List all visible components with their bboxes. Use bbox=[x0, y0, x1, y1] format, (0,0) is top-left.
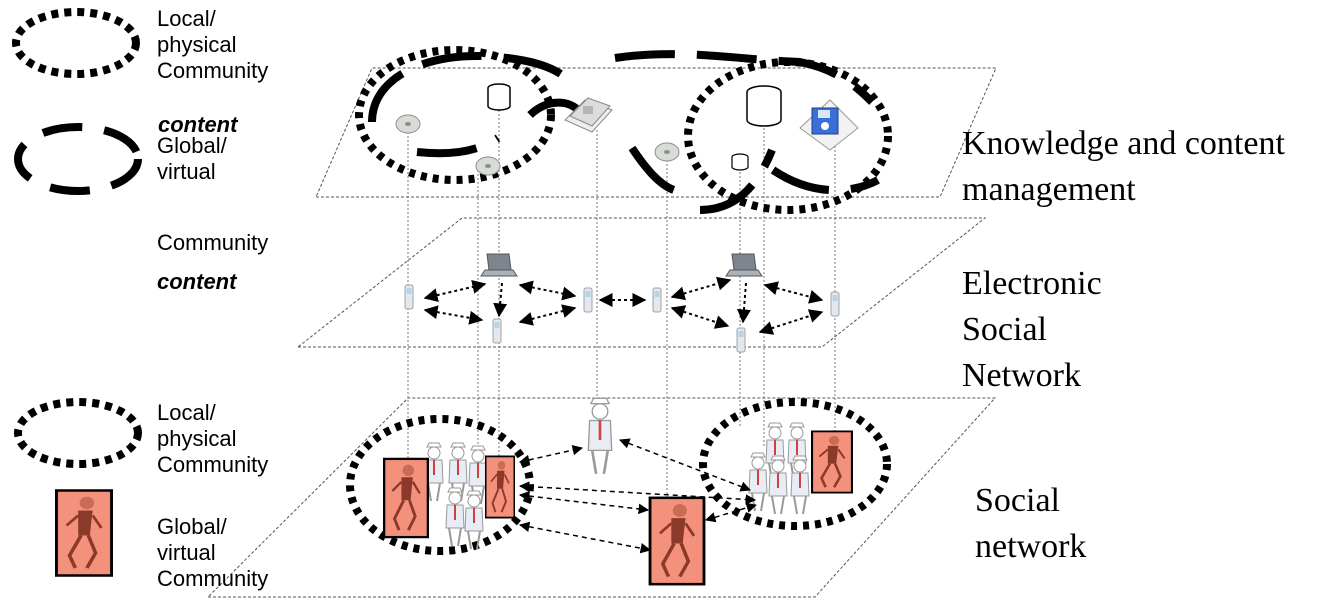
legend-runner-icon bbox=[54, 488, 114, 578]
social-plane bbox=[206, 397, 997, 598]
legend-global-ellipse bbox=[14, 123, 142, 195]
phone-icon bbox=[652, 287, 662, 313]
knowledge-local-community-left bbox=[355, 46, 555, 184]
legend-content-label: content bbox=[157, 269, 237, 294]
vertical-connectors bbox=[407, 106, 836, 498]
layer-label-social: Social network bbox=[975, 482, 1087, 565]
layer-label-electronic: Electronic Social Network bbox=[962, 265, 1102, 394]
people-group-left bbox=[424, 442, 488, 550]
people-group-right bbox=[748, 422, 810, 515]
database-icon-small bbox=[731, 153, 749, 171]
electronic-links bbox=[423, 276, 824, 335]
legend-local-ellipse-top bbox=[12, 8, 140, 78]
legend-global-label: Global/ virtual bbox=[157, 133, 227, 184]
person-center bbox=[586, 397, 614, 476]
laptop-icon bbox=[725, 253, 763, 277]
disc-icon bbox=[654, 142, 680, 162]
database-icon-large bbox=[746, 85, 782, 127]
layer-label-knowledge: Knowledge and content management bbox=[962, 125, 1285, 208]
floppy-disk-icon bbox=[799, 99, 859, 151]
database-icon bbox=[487, 83, 511, 111]
phone-icon bbox=[736, 327, 746, 353]
legend-local-ellipse-bottom bbox=[14, 398, 142, 468]
laptop-icon bbox=[480, 253, 518, 277]
document-stack-icon bbox=[564, 97, 613, 133]
phone-icon bbox=[404, 284, 414, 310]
legend-local-label-top: Local/ physical Community bbox=[157, 6, 269, 83]
knowledge-local-community-right bbox=[684, 58, 892, 214]
phone-icon bbox=[830, 291, 840, 317]
global-member bbox=[484, 455, 516, 519]
phone-icon bbox=[583, 287, 593, 313]
disc-icon bbox=[475, 156, 501, 176]
electronic-plane bbox=[296, 217, 987, 348]
legend-global-label-bottom: Global/ virtual Community bbox=[157, 514, 269, 591]
disc-icon bbox=[395, 114, 421, 134]
legend-content-label-top: content bbox=[158, 112, 238, 137]
global-member bbox=[810, 430, 854, 494]
legend-community-label: Community bbox=[157, 230, 269, 255]
knowledge-global-community bbox=[368, 50, 880, 214]
global-member bbox=[648, 496, 706, 586]
phone-icon bbox=[492, 318, 502, 344]
legend-local-label-bottom: Local/ physical Community bbox=[157, 400, 269, 477]
social-links bbox=[518, 438, 758, 554]
global-member bbox=[382, 457, 430, 539]
